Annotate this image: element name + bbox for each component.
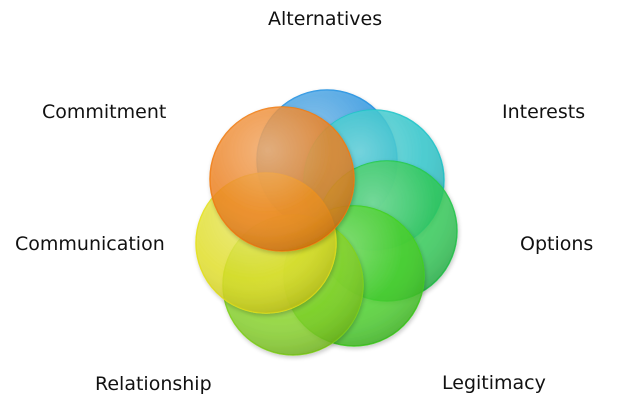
circle-commitment-shine [210,107,354,251]
label-relationship: Relationship [95,373,212,395]
label-commitment: Commitment [42,101,167,123]
label-legitimacy: Legitimacy [442,372,546,394]
label-options: Options [520,233,594,255]
label-alternatives: Alternatives [268,8,383,30]
circle-commitment [209,106,355,252]
label-communication: Communication [15,233,165,255]
circle-group [195,89,458,356]
label-interests: Interests [502,101,586,123]
